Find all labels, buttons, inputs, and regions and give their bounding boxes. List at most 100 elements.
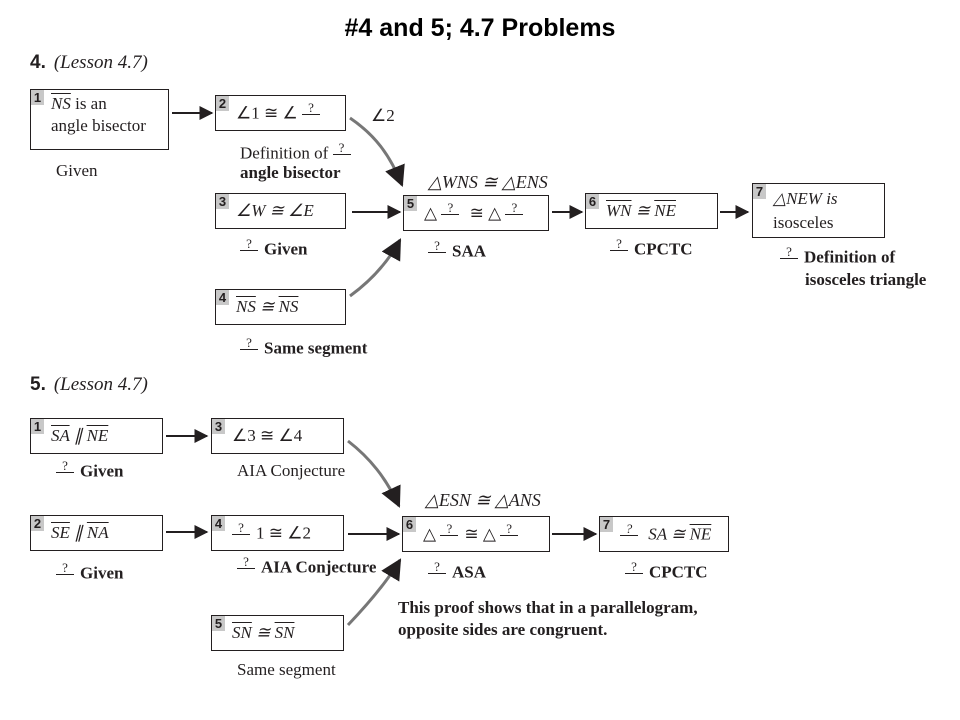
- segment-ns: NS: [51, 94, 71, 113]
- segment-sa: SA: [51, 426, 70, 445]
- step-number: 6: [586, 194, 599, 209]
- proof-box-5-4: 4 ? 1 ≅ ∠2: [211, 515, 344, 551]
- reason-4-7-line2: isosceles triangle: [805, 270, 927, 289]
- blank-answer: ?: [500, 522, 519, 536]
- reason-text: Given: [80, 461, 124, 481]
- blank-answer: ?: [240, 237, 258, 251]
- step-number: 4: [212, 516, 225, 531]
- blank-answer: ?: [428, 239, 446, 253]
- arrow-5-5-6: [346, 558, 402, 627]
- statement-text: ≅: [631, 201, 655, 220]
- step-statement: △ ? ≅ △ ?: [424, 201, 529, 224]
- problem-number: 4.: [30, 52, 46, 73]
- reason-text: Given: [264, 239, 308, 259]
- proof-box-5-2: 2 SE ∥ NA: [30, 515, 163, 551]
- step-number: 2: [31, 516, 44, 531]
- segment-se: SE: [51, 523, 70, 542]
- step-number: 6: [403, 517, 416, 532]
- segment-ne: NE: [654, 201, 676, 220]
- blank-answer: ?: [240, 336, 258, 350]
- proof-box-5-5: 5 SN ≅ SN: [211, 615, 344, 651]
- congruence-label-4: △WNS ≅ △ENS: [428, 172, 548, 192]
- reason-text: Same segment: [264, 338, 368, 358]
- reason-text: SAA: [452, 241, 487, 261]
- step-statement: WN ≅ NE: [606, 200, 676, 221]
- step-statement: NS ≅ NS: [236, 296, 298, 317]
- reason-text: AIA Conjecture: [261, 557, 377, 577]
- step-number: 2: [216, 96, 229, 111]
- proof-box-4-2: 2 ∠1 ≅ ∠ ?: [215, 95, 346, 131]
- problem-5-header: 5.(Lesson 4.7): [30, 374, 148, 396]
- problem-4-header: 4.(Lesson 4.7): [30, 52, 148, 74]
- reason-5-6: ?ASA: [428, 560, 486, 583]
- proof-box-4-5: 5 △ ? ≅ △ ?: [403, 195, 549, 231]
- statement-text: ∥: [69, 523, 87, 542]
- step-number: 1: [31, 90, 44, 105]
- blank-answer: ?: [620, 522, 638, 536]
- step-number: 4: [216, 290, 229, 305]
- statement-text: angle bisector: [51, 116, 146, 135]
- statement-text: SA ≅: [644, 524, 690, 544]
- step-number: 3: [212, 419, 225, 434]
- proof-box-5-3: 3 ∠3 ≅ ∠4: [211, 418, 344, 454]
- reason-5-2: ?Given: [56, 561, 123, 584]
- statement-text: 1 ≅ ∠2: [256, 523, 311, 543]
- step-number: 7: [600, 517, 613, 532]
- statement-text: ≅ △: [464, 524, 496, 544]
- reason-4-7: ? Definition of: [780, 245, 896, 268]
- blank-answer: ?: [232, 521, 250, 535]
- arrow-5-3-6: [347, 439, 401, 508]
- triangle-symbol: △: [423, 524, 437, 544]
- blank-answer: ?: [610, 237, 628, 251]
- step-statement: SN ≅ SN: [232, 622, 294, 643]
- step-statement: ∠1 ≅ ∠ ?: [236, 101, 326, 124]
- reason-4-2-answer: angle bisector: [240, 163, 341, 182]
- statement-text: isosceles: [773, 213, 834, 232]
- blank-answer: ?: [56, 561, 74, 575]
- reason-text: CPCTC: [649, 562, 708, 582]
- statement-text: ≅ △: [465, 203, 502, 223]
- reason-4-6: ?CPCTC: [610, 237, 693, 260]
- page-title: #4 and 5; 4.7 Problems: [344, 14, 616, 42]
- blank-answer: ?: [428, 560, 446, 574]
- step-statement: ∠W ≅ ∠E: [236, 201, 314, 220]
- statement-text: ∥: [69, 426, 87, 445]
- arrow-4-4-5: [349, 238, 402, 298]
- triangle-symbol: △: [424, 203, 438, 223]
- segment-ne: NE: [689, 524, 712, 544]
- step-number: 1: [31, 419, 44, 434]
- segment-ns: NS: [278, 297, 299, 316]
- statement-text: ≅: [255, 297, 279, 316]
- blank-answer: ?: [440, 522, 459, 536]
- blank-answer: ?: [505, 201, 524, 215]
- segment-sn: SN: [274, 623, 295, 642]
- reason-4-5: ? SAA: [428, 239, 487, 262]
- blank-answer: ?: [56, 459, 74, 473]
- step-statement: △NEW is isosceles: [773, 187, 838, 235]
- reason-4-3: ? Given: [240, 237, 308, 260]
- answer-hint-4-2: ∠2: [371, 106, 395, 125]
- congruence-label-5: △ESN ≅ △ANS: [425, 490, 541, 510]
- step-statement: ? SA ≅ NE: [620, 522, 712, 545]
- step-number: 5: [404, 196, 417, 211]
- reason-text: Definition of: [804, 247, 896, 267]
- blank-answer: ?: [625, 560, 643, 574]
- reason-5-3: AIA Conjecture: [237, 461, 346, 480]
- reason-4-4: ? Same segment: [240, 336, 368, 359]
- reason-4-1: Given: [56, 161, 98, 180]
- step-statement: △ ? ≅ △ ?: [423, 522, 524, 545]
- arrow-4-2-5: [349, 116, 405, 187]
- reason-5-7: ? CPCTC: [625, 560, 708, 583]
- segment-ne: NE: [86, 426, 109, 445]
- note-line-1: This proof shows that in a parallelogram…: [398, 598, 698, 617]
- proof-box-5-7: 7 ? SA ≅ NE: [599, 516, 729, 552]
- step-statement: NS is an angle bisector: [51, 93, 146, 137]
- proof-box-5-1: 1 SA ∥ NE: [30, 418, 163, 454]
- reason-5-1: ? Given: [56, 459, 124, 482]
- note-line-2: opposite sides are congruent.: [398, 620, 608, 639]
- proof-box-4-3: 3 ∠W ≅ ∠E: [215, 193, 346, 229]
- blank-answer: ?: [301, 101, 320, 115]
- step-statement: SA ∥ NE: [51, 425, 108, 446]
- blank-answer: ?: [780, 245, 798, 259]
